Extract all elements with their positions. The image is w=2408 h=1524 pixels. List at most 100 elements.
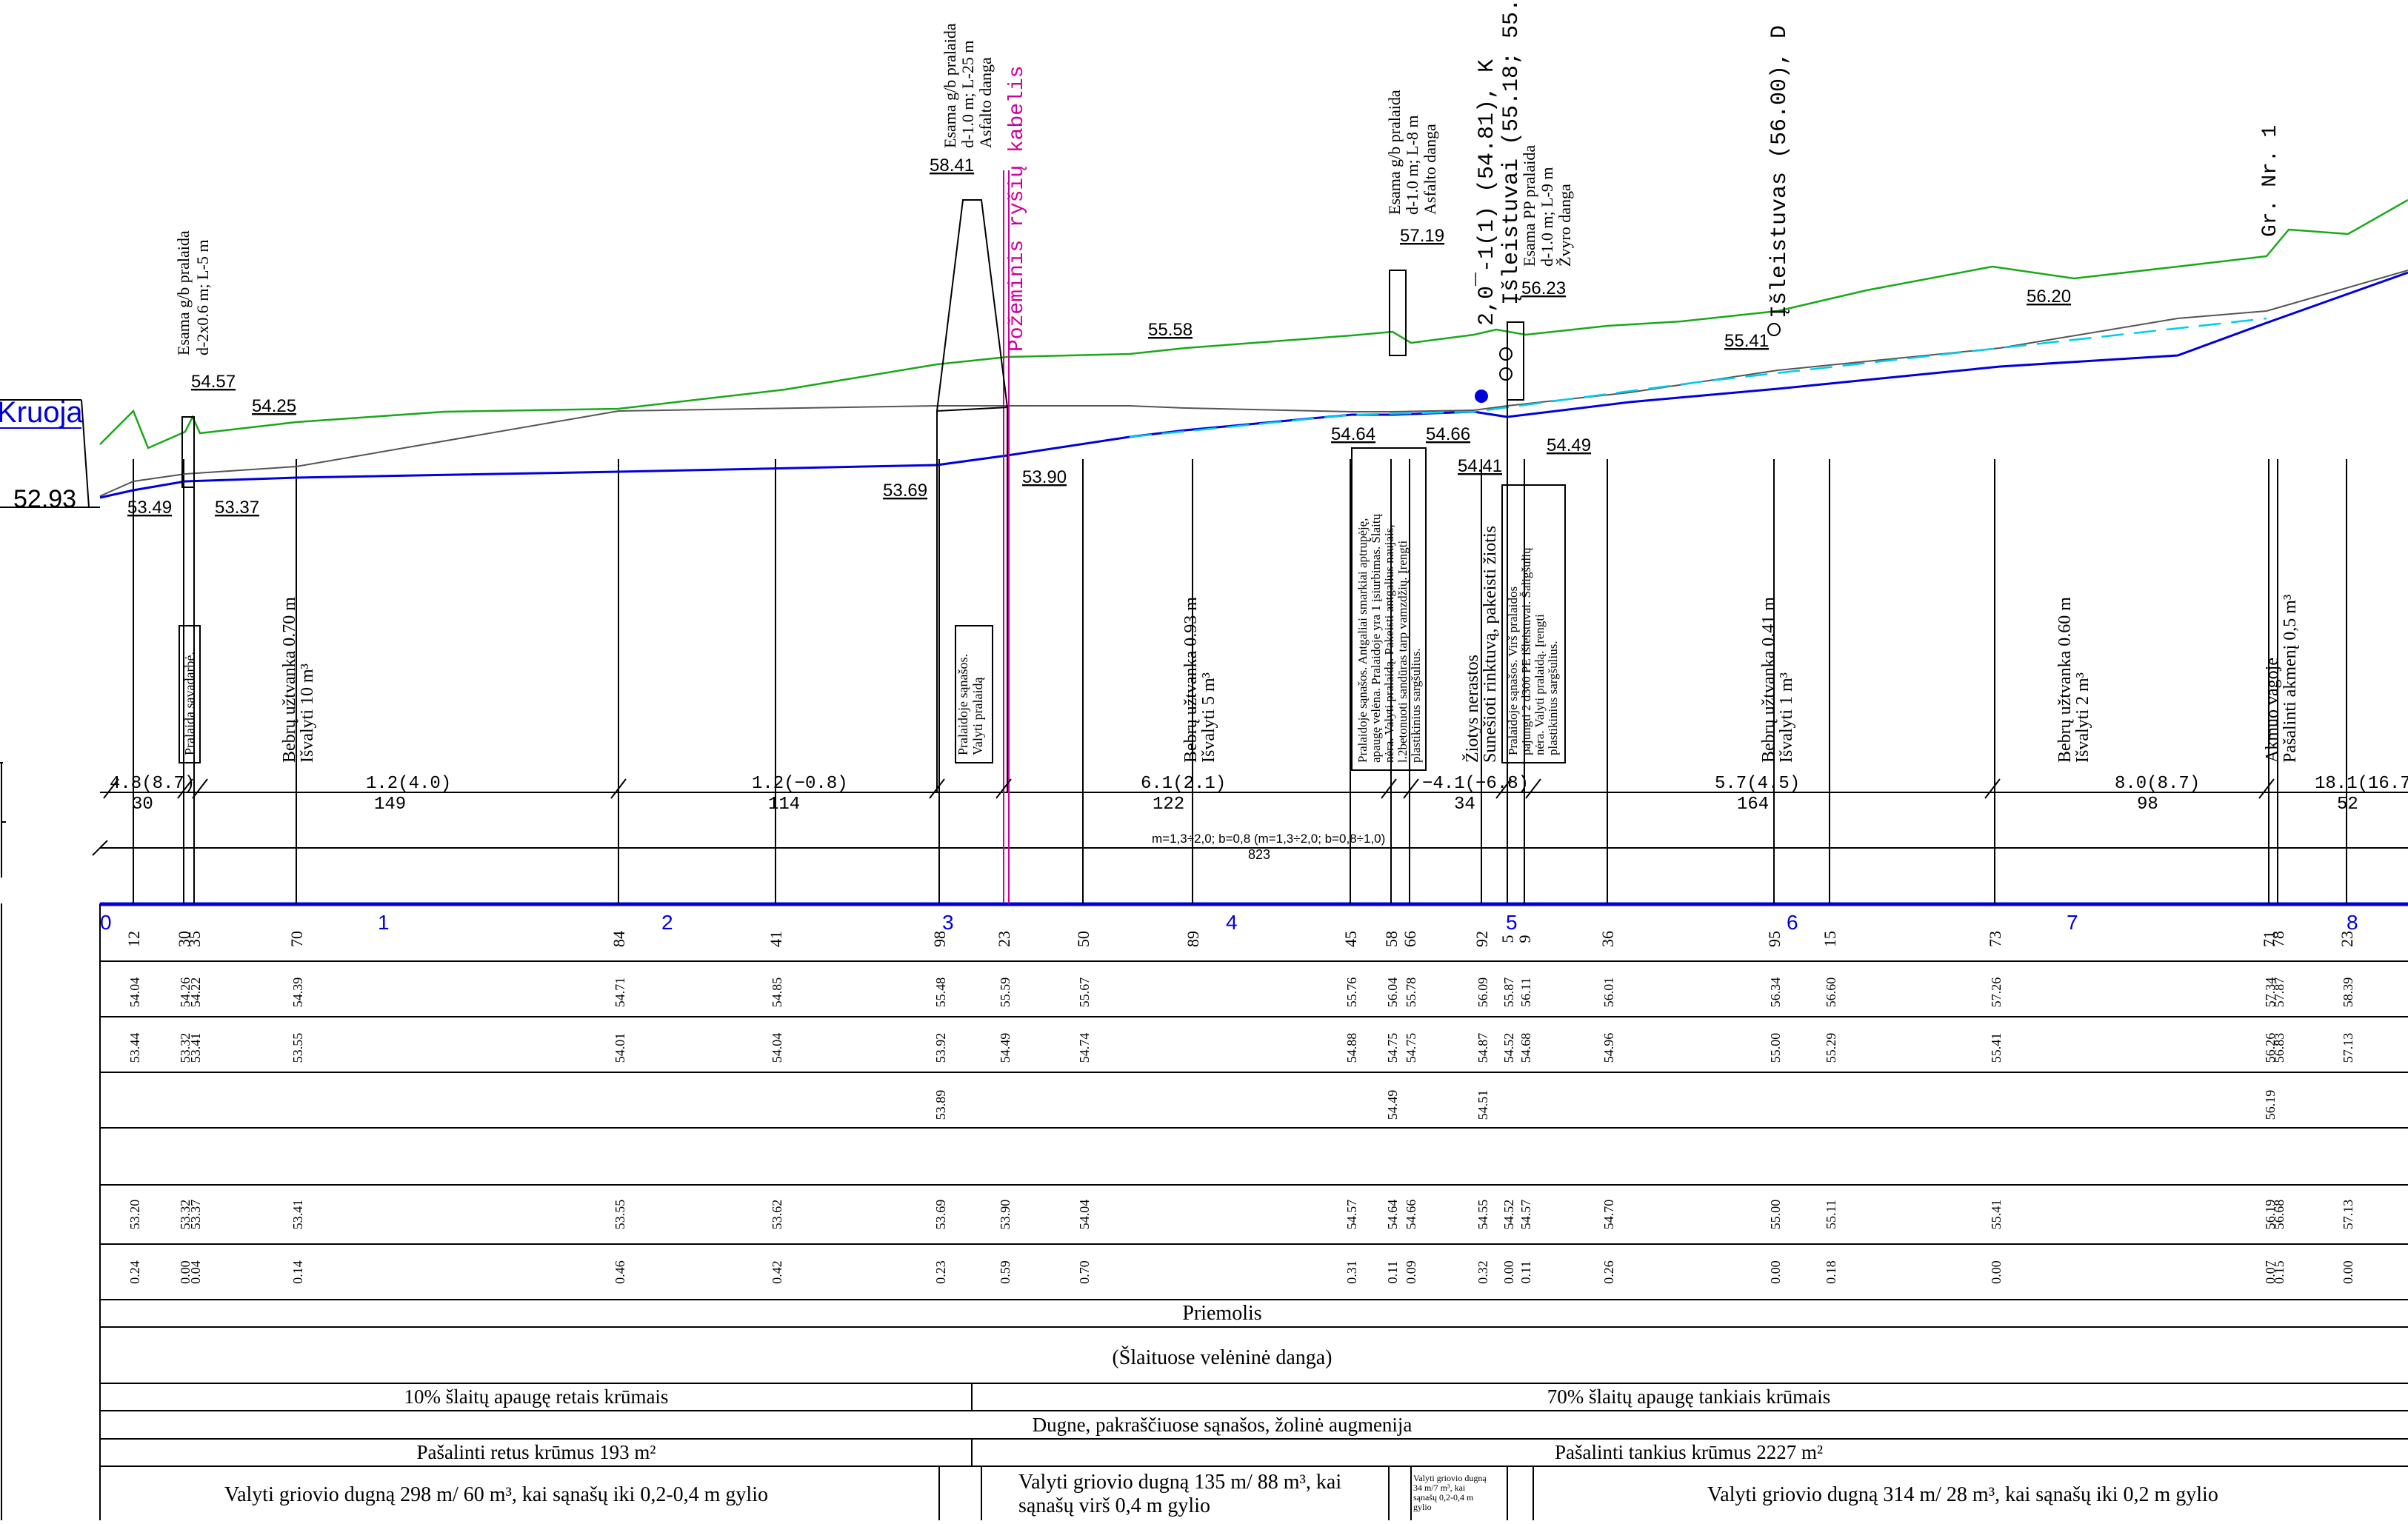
svg-text:54.64: 54.64 [1331,424,1375,444]
structure-label-3: Esama g/b pralaida d-1.0 m; L-8 m Asfalt… [1385,90,1439,215]
station-design: 54.70 [1601,1200,1616,1230]
station-depth: 0.00 [178,1260,193,1284]
svg-text:54.41: 54.41 [1458,456,1502,476]
svg-text:Valyti griovio dugną: Valyti griovio dugną [1413,1473,1487,1483]
station-depth: 0.18 [1824,1260,1838,1284]
cable-label: Požeminis ryšių kabelis [1006,66,1029,352]
station-existing: 53.41 [188,1033,203,1063]
note-beaver-2: Bebrų užtvanka 0.93 m Išvalyti 5 m³ [1181,597,1218,763]
station-ground: 56.11 [1518,977,1533,1007]
note-stone: Akmuo vagoje Pašalinti akmenį 0,5 m³ [2263,595,2300,763]
station-design: 55.00 [1768,1200,1783,1230]
station-existing: 54.52 [1501,1033,1516,1063]
station-depth: 0.59 [998,1260,1013,1284]
svg-text:Išvalyti 2 m³: Išvalyti 2 m³ [2073,672,2092,763]
svg-text:Įšleistuvai (55.18; 55.52): Įšleistuvai (55.18; 55.52) [1499,0,1524,305]
structure-level: 57.19 [1400,226,1444,246]
svg-text:114: 114 [768,795,800,815]
boxed-note-1: Pralaida savadarbė. [182,652,197,755]
station-values: 1254.0453.4453.200.243054.2653.3253.320.… [124,931,2356,1284]
station-depth: 0.31 [1344,1260,1359,1284]
station-ground: 56.60 [1824,977,1838,1008]
boxed-note-3: Pralaidoje sąnašos. Antgaliai smarkiai a… [1355,513,1423,763]
station-design: 54.66 [1404,1200,1418,1230]
picket-number: 8 [2347,911,2358,934]
station-existing: 53.55 [290,1033,305,1063]
station-dist: 23 [995,931,1013,947]
station-existing: 54.49 [998,1033,1013,1063]
station-depth: 0.42 [770,1260,784,1284]
outlet-marker [1499,347,1512,361]
picket-number: 7 [2067,911,2078,934]
svg-text:53.37: 53.37 [215,498,259,518]
station-water: 54.49 [1385,1090,1400,1120]
station-depth: 0.07 [2263,1260,2278,1284]
note-mouth: Žiotys nerastos Sunešioti rinktuvą, pake… [1463,526,1500,763]
station-dist: 9 [1515,935,1534,943]
outlet-label-1: Įšleistuvai (55.18; 55.52) [1499,0,1524,305]
svg-text:Bebrų užtvanka 0.70 m: Bebrų užtvanka 0.70 m [280,597,299,763]
svg-text:1.2(4.0): 1.2(4.0) [366,774,451,794]
station-ground: 55.59 [998,977,1013,1008]
geo-label: Gr. Nr. 1 [2259,125,2282,237]
station-depth: 0.09 [1404,1260,1418,1284]
svg-text:d-1.0 m; L-9 m: d-1.0 m; L-9 m [1538,167,1556,267]
svg-text:Žiotys nerastos: Žiotys nerastos [1463,655,1482,763]
station-dist: 98 [930,931,949,947]
note-beaver-1: Bebrų užtvanka 0.70 m Išvalyti 10 m³ [280,597,317,763]
svg-text:55.41: 55.41 [1724,331,1769,351]
station-depth: 0.70 [1077,1260,1092,1284]
station-existing: 55.41 [1989,1033,2004,1063]
start-level: 52.93 [13,485,76,513]
svg-text:34 m/7 m³, kai: 34 m/7 m³, kai [1413,1483,1466,1493]
svg-text:Pralaidoje sąnašos.: Pralaidoje sąnašos. [955,654,970,755]
station-depth: 0.04 [188,1260,203,1284]
shrubs-left: Pašalinti retus krūmus 193 m² [416,1441,656,1463]
station-ground: 57.34 [2263,977,2278,1008]
station-ground: 54.26 [178,977,193,1008]
station-depth: 0.11 [1518,1261,1533,1284]
station-ground: 56.01 [1601,977,1616,1008]
station-design: 55.41 [1989,1200,2004,1230]
station-existing: 54.88 [1344,1033,1359,1063]
svg-text:18.1(16.7): 18.1(16.7) [2315,774,2408,794]
svg-text:53.69: 53.69 [883,481,927,501]
station-existing: 54.04 [770,1033,784,1063]
svg-text:8.0(8.7): 8.0(8.7) [2115,774,2200,794]
drain-label: 2,0¯-1(1) (54.81), K [1475,59,1500,326]
structure-label-4: Esama PP pralaida d-1.0 m; L-9 m Žvyro d… [1520,145,1574,267]
slope-values: 4.8(8.7) 30 1.2(4.0) 149 1.2(−0.8) 114 6… [110,774,2408,815]
svg-text:Asfalto danga: Asfalto danga [1421,124,1439,215]
station-depth: 0.00 [1768,1260,1783,1284]
svg-text:d-2x0.6 m; L-5 m: d-2x0.6 m; L-5 m [193,240,212,355]
station-existing: 53.92 [933,1033,948,1063]
station-dist: 50 [1074,931,1093,947]
station-dist: 84 [610,931,628,947]
station-design: 56.19 [2263,1200,2278,1230]
svg-text:52: 52 [2337,795,2358,815]
ground-line [99,198,2408,449]
svg-text:Pralaidoje sąnašos. Virš prala: Pralaidoje sąnašos. Virš pralaidos [1506,586,1520,755]
station-dist: 58 [1382,931,1401,947]
station-dist: 30 [175,931,193,947]
svg-text:Sunešioti rinktuvą, pakeisti ž: Sunešioti rinktuvą, pakeisti žiotis [1481,526,1500,763]
slope-ticks [92,778,2275,856]
svg-text:−4.1(−6.8): −4.1(−6.8) [1422,774,1529,794]
station-ground: 56.09 [1475,977,1490,1008]
svg-text:sąnašų 0,2-0,4 m: sąnašų 0,2-0,4 m [1413,1492,1474,1503]
svg-text:Esama g/b pralaida: Esama g/b pralaida [941,23,959,148]
station-design: 54.55 [1475,1200,1490,1230]
svg-text:53.90: 53.90 [1022,467,1067,487]
svg-text:d-1.0 m; L-8 m: d-1.0 m; L-8 m [1403,116,1421,215]
svg-text:Gr. Nr. 1: Gr. Nr. 1 [2259,125,2282,237]
station-existing: 56.83 [2272,1033,2287,1063]
svg-text:5.7(4.5): 5.7(4.5) [1715,774,1800,794]
picket-number: 6 [1787,911,1798,934]
svg-text:pajungti 2 d300 PE išleistuvai: pajungti 2 d300 PE išleistuvai. Šaligšul… [1519,547,1533,755]
station-existing: 53.32 [178,1033,193,1063]
station-dist: 71 [2260,931,2278,947]
station-ground: 54.39 [290,977,305,1008]
station-design: 55.11 [1824,1200,1838,1229]
cleaning-1: Valyti griovio dugną 298 m/ 60 m³, kai s… [224,1483,768,1506]
